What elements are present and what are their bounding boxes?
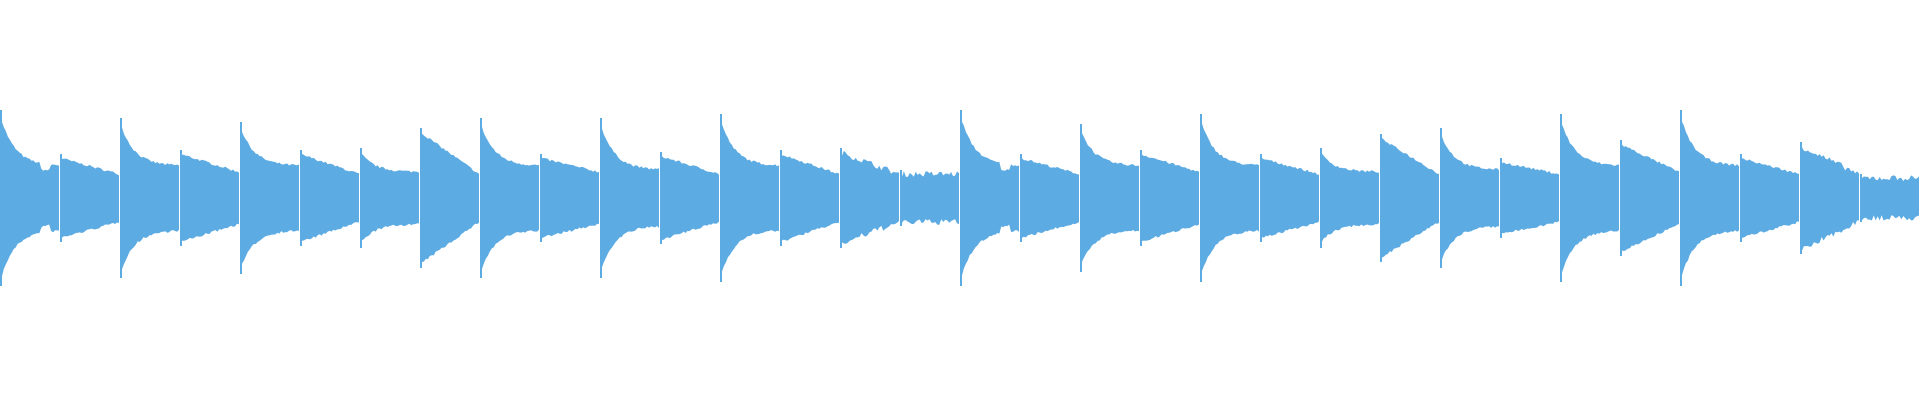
waveform-segment xyxy=(240,126,299,270)
waveform-onset xyxy=(1860,174,1862,222)
waveform-onset xyxy=(720,114,722,282)
waveform-onset xyxy=(600,118,602,278)
waveform-segment xyxy=(1440,132,1499,264)
waveform-segment xyxy=(540,158,599,239)
waveform-onset xyxy=(1800,142,1802,254)
waveform-segment xyxy=(1560,118,1619,278)
waveform-segment xyxy=(1320,152,1379,244)
waveform-segment xyxy=(360,152,419,244)
waveform-segment xyxy=(780,154,839,242)
waveform-segment xyxy=(1500,162,1559,234)
waveform-segment xyxy=(1200,118,1259,278)
waveform-onset xyxy=(120,118,122,278)
waveform-segment xyxy=(0,114,59,282)
waveform-segment xyxy=(300,153,359,242)
waveform-segment xyxy=(900,171,959,225)
waveform-onset xyxy=(360,148,362,248)
waveform-onset xyxy=(1680,110,1682,286)
waveform-segment xyxy=(1740,158,1799,238)
waveform-onset xyxy=(660,152,662,244)
waveform-segment xyxy=(420,132,479,264)
waveform-onset xyxy=(1020,154,1022,242)
waveform-segment xyxy=(960,114,1019,282)
waveform-onset xyxy=(900,170,902,226)
waveform-segment xyxy=(840,149,899,245)
waveform-onset xyxy=(300,150,302,246)
waveform-onset xyxy=(1740,154,1742,242)
waveform-segment xyxy=(1140,154,1199,242)
waveform-onset xyxy=(60,154,62,242)
waveform-segment xyxy=(1620,144,1679,252)
waveform-onset xyxy=(540,154,542,242)
waveform-segment xyxy=(60,158,119,238)
waveform-segment xyxy=(1800,146,1859,251)
waveform-segment xyxy=(600,122,659,274)
waveform-onset xyxy=(780,150,782,246)
waveform-onset xyxy=(1260,154,1262,242)
waveform-onset xyxy=(840,148,842,248)
waveform-segment xyxy=(1860,175,1919,221)
waveform-segment xyxy=(120,122,179,274)
waveform-onset xyxy=(480,118,482,278)
waveform-onset xyxy=(0,110,2,286)
waveform-segment xyxy=(1380,138,1439,258)
waveform-segments xyxy=(0,110,1919,286)
waveform-segment xyxy=(480,122,539,274)
waveform-onset xyxy=(1500,158,1502,238)
waveform-onset xyxy=(1200,114,1202,282)
waveform-onset xyxy=(1620,140,1622,256)
waveform-segment xyxy=(1080,128,1139,268)
waveform-segment xyxy=(1020,158,1079,238)
waveform-onset xyxy=(1080,124,1082,272)
waveform-onset xyxy=(1380,134,1382,262)
waveform-segment xyxy=(660,156,719,240)
waveform-segment xyxy=(720,118,779,278)
waveform-onset xyxy=(420,128,422,268)
waveform-segment xyxy=(1680,114,1739,282)
waveform-segment xyxy=(180,154,239,242)
waveform-onset xyxy=(1440,128,1442,268)
waveform-onset xyxy=(1560,114,1562,282)
waveform-onset xyxy=(240,122,242,274)
waveform-onset xyxy=(1320,148,1322,248)
waveform-onset xyxy=(1140,150,1142,246)
waveform-onset xyxy=(960,110,962,286)
waveform-onset xyxy=(180,150,182,246)
waveform-segment xyxy=(1260,158,1319,238)
